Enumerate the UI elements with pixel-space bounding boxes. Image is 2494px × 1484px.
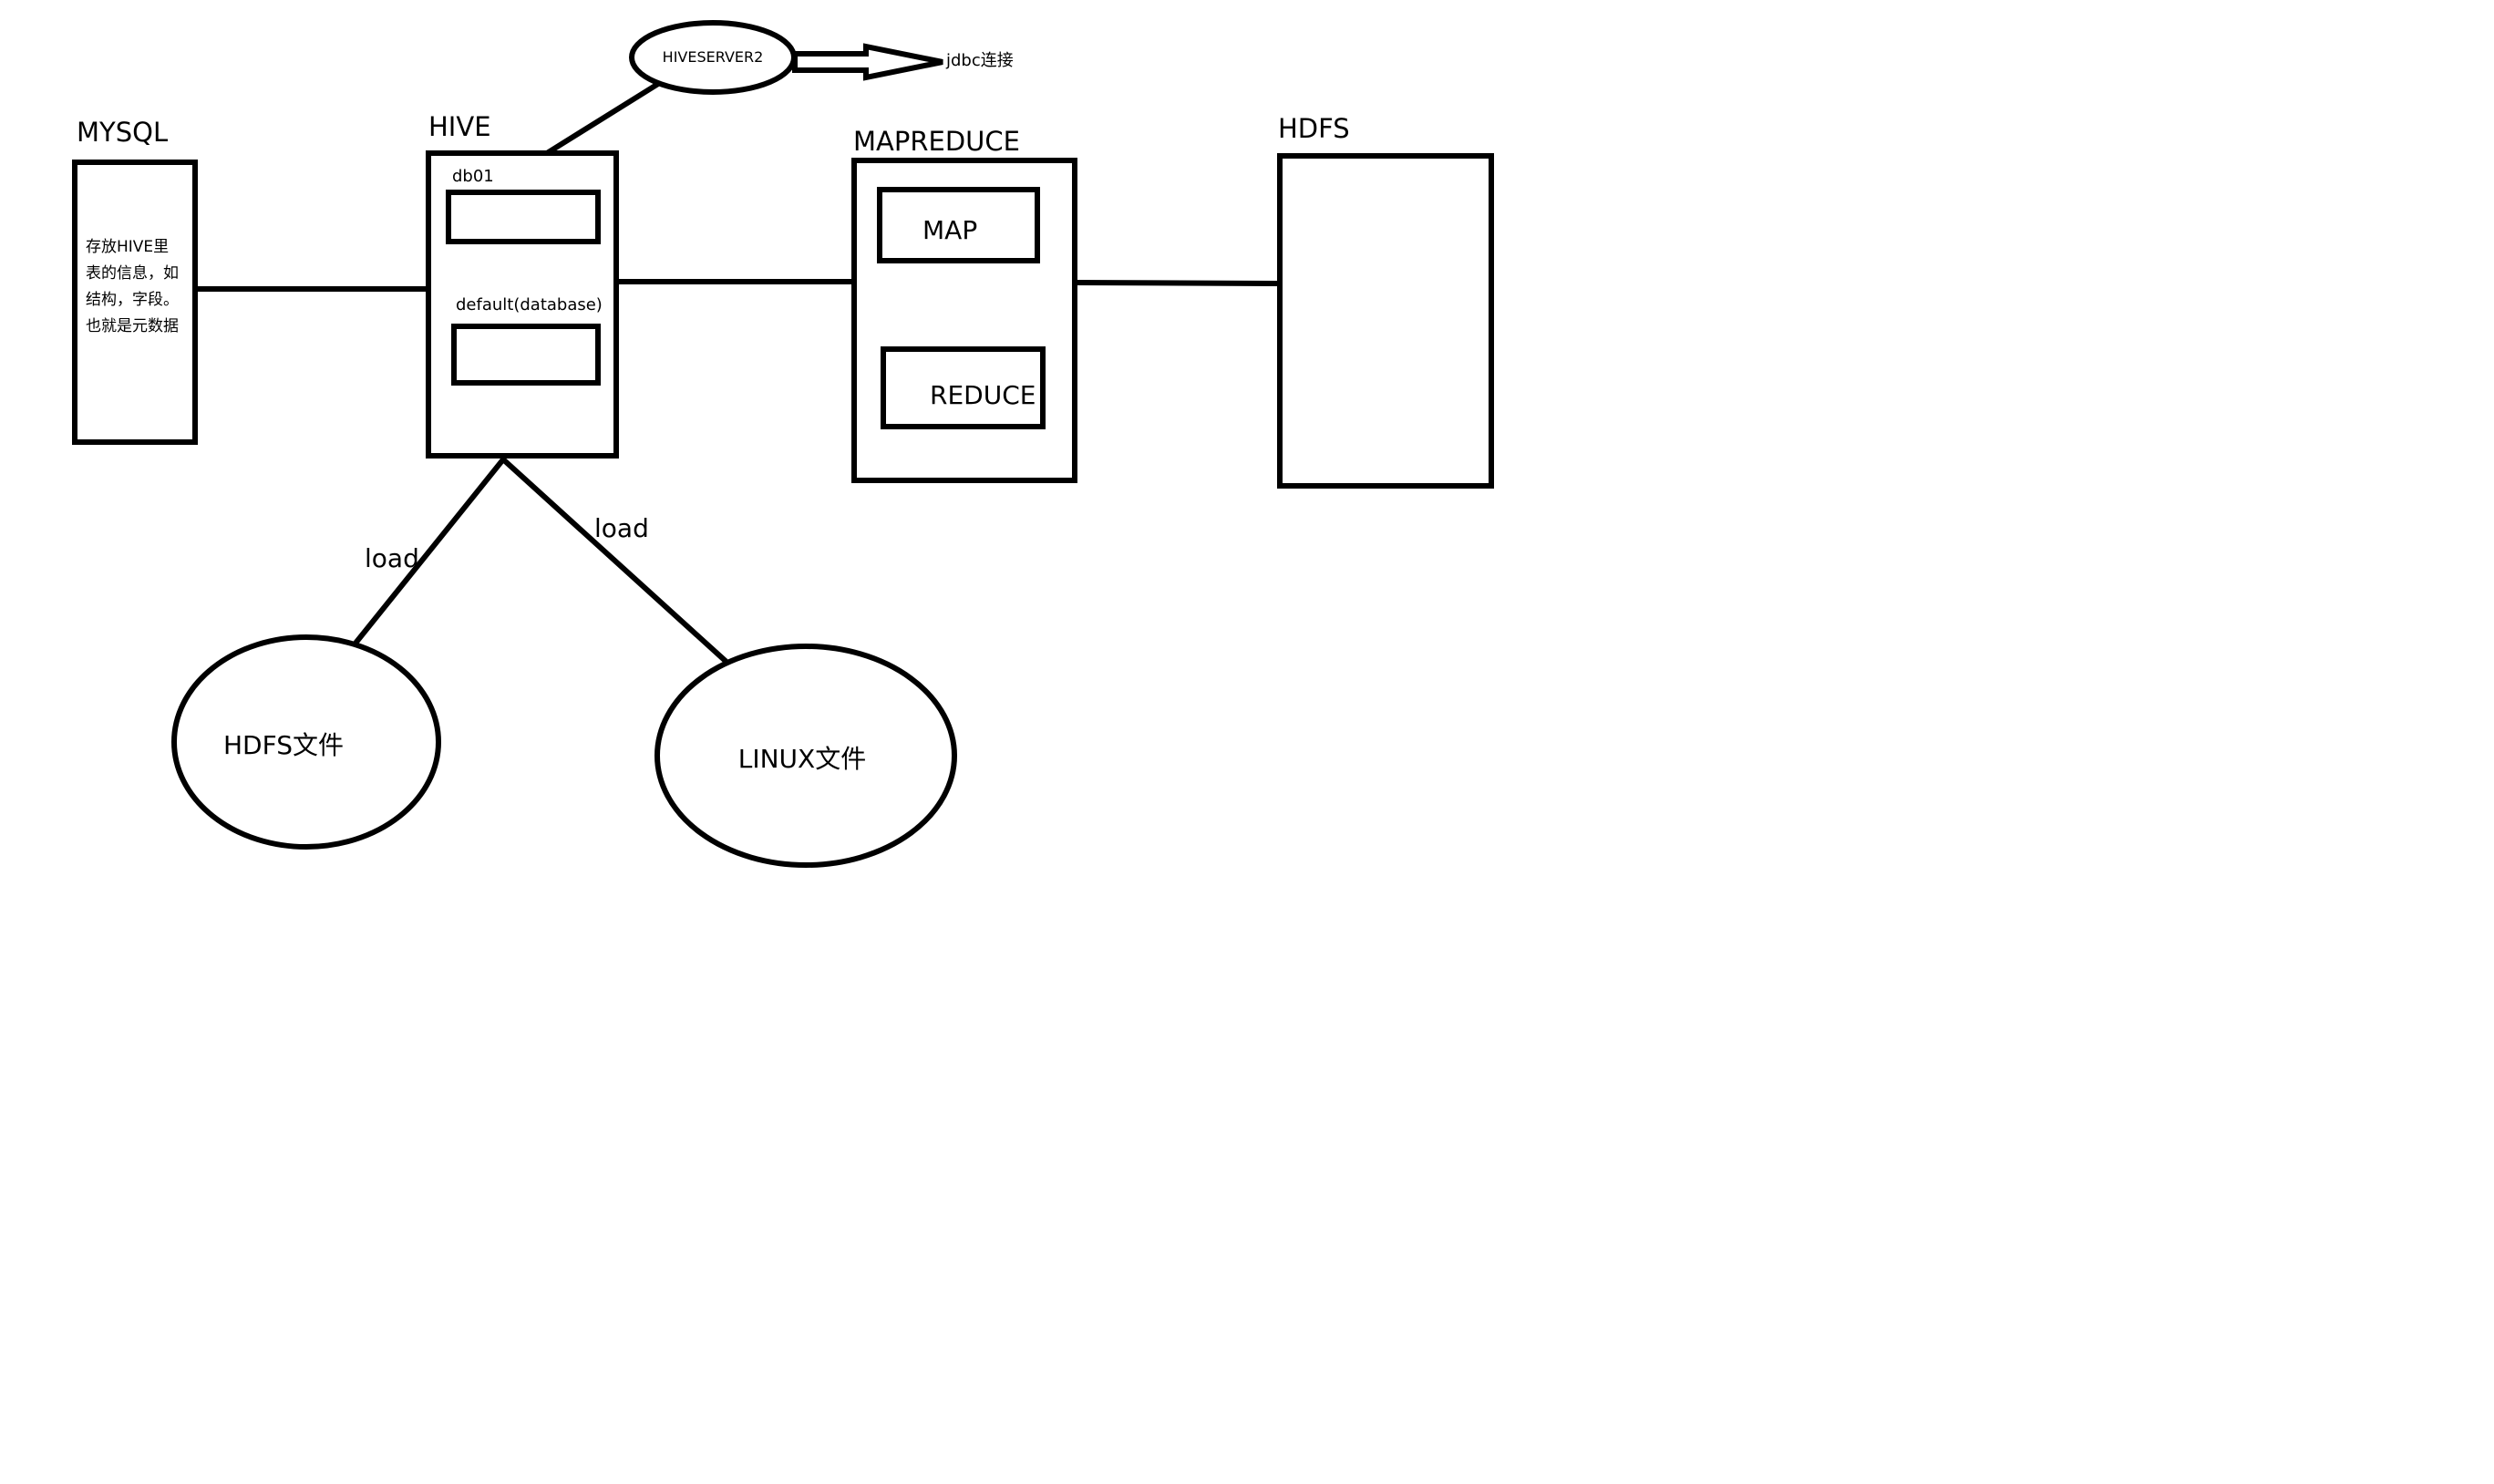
map-box [877,187,1040,263]
jdbc-label: jdbc连接 [945,51,1014,70]
hiveserver-label: HIVESERVER2 [663,48,764,66]
mysql-note-line-3: 结构，字段。 [86,291,179,309]
mapreduce-title: MAPREDUCE [853,126,1020,157]
mysql-note-line-2: 表的信息，如 [86,264,179,283]
hdfs-box [1277,153,1494,489]
hdfs-file-node: HDFS文件 [171,634,441,850]
reduce-label: REDUCE [930,380,1036,410]
hive-default-box [451,324,601,386]
hdfs-file-ellipse [171,634,441,850]
mysql-node: MYSQL 存放HIVE里 表的信息，如 结构，字段。 也就是元数据 [72,117,198,445]
hive-node: HIVE db01 default(database) [426,111,619,459]
linux-file-label: LINUX文件 [738,744,866,774]
map-label: MAP [922,215,977,245]
linux-file-ellipse [654,644,957,868]
load-label-right: load [594,513,649,543]
hive-db01-label: db01 [452,167,494,186]
hive-default-label: default(database) [456,295,603,314]
hiveserver-node: HIVESERVER2 [629,20,797,95]
mapreduce-node: MAPREDUCE MAP REDUCE [851,126,1077,483]
hive-hiveserver-connector [544,81,661,156]
hdfs-file-label: HDFS文件 [223,730,344,760]
hdfs-node: HDFS [1277,113,1494,489]
mysql-title: MYSQL [77,117,168,148]
jdbc-arrow-icon [792,43,943,81]
hive-hdfs-file-connector [351,457,506,648]
reduce-box [881,346,1046,429]
mysql-box [72,160,198,445]
mysql-note-line-4: 也就是元数据 [86,317,179,335]
hive-db01-box [446,190,601,244]
load-label-left: load [365,543,419,573]
hive-title: HIVE [428,111,491,142]
hdfs-title: HDFS [1278,113,1350,144]
mysql-note-line-1: 存放HIVE里 [86,238,169,256]
linux-file-node: LINUX文件 [654,644,957,868]
hive-linux-file-connector [500,457,730,665]
